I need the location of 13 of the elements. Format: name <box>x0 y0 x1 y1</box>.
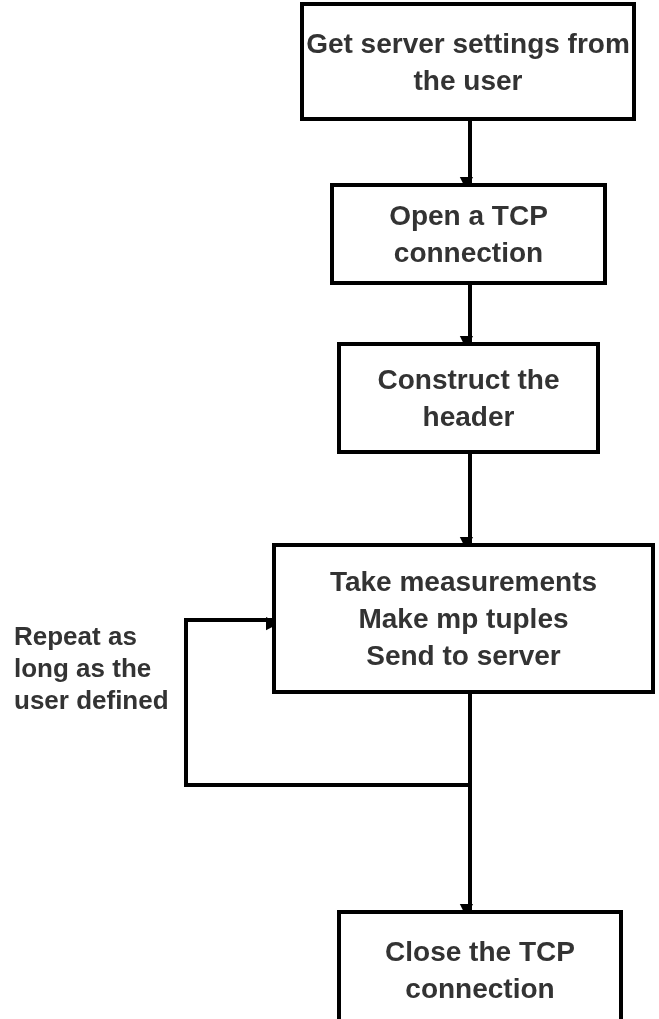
process-box <box>300 2 636 121</box>
loop-note: Repeat as long as the user defined <box>14 620 170 716</box>
box-text: Take measurements <box>329 565 598 599</box>
box-text: Open a TCP connection <box>388 199 549 270</box>
box-text: Send to server <box>366 639 561 673</box>
box-text: Make mp tuples <box>358 602 569 636</box>
process-box <box>337 910 623 1019</box>
box-text: Close the TCP connection <box>384 935 576 1006</box>
process-box <box>337 342 600 454</box>
box-text: Get server settings from the user <box>305 26 631 98</box>
box-text: Construct the header <box>376 363 561 434</box>
process-box <box>272 543 655 694</box>
process-box <box>330 183 607 285</box>
